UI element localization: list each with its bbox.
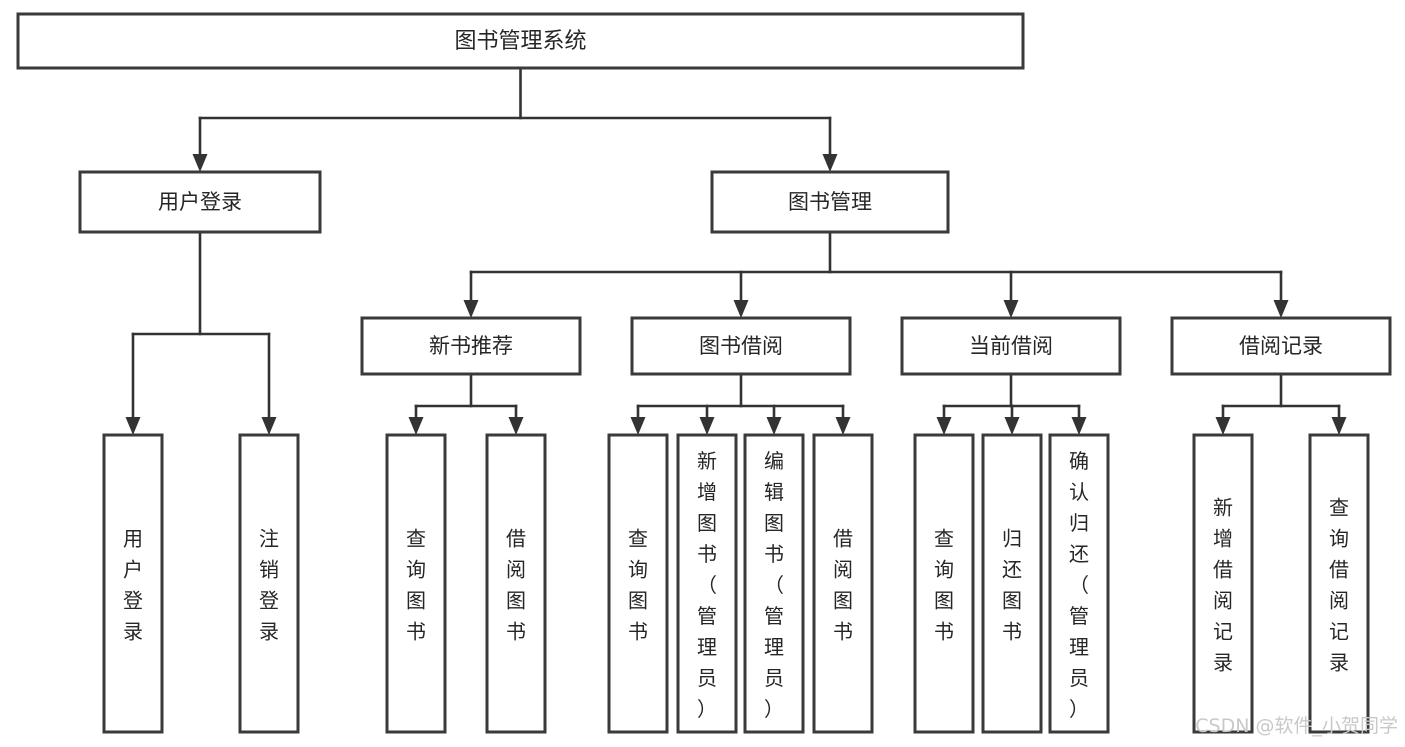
- node-box-leaf-return-book[interactable]: [981, 433, 1043, 734]
- node-label-leaf-query-book-new: 查询图书: [406, 527, 426, 644]
- arrow-head: [408, 417, 424, 435]
- node-box-current-borrow[interactable]: [900, 316, 1122, 376]
- node-box-leaf-add-book-admin[interactable]: [676, 433, 738, 734]
- node-label-book-borrow: 图书借阅: [699, 334, 783, 358]
- node-leaf-confirm-return-admin[interactable]: 确认归还（管理员）: [1048, 433, 1110, 734]
- node-box-leaf-query-book-new[interactable]: [385, 433, 447, 734]
- node-book-management[interactable]: 图书管理: [710, 170, 950, 234]
- node-box-leaf-query-borrow-record[interactable]: [1308, 433, 1370, 734]
- node-box-user-login[interactable]: [78, 170, 322, 234]
- arrow-head: [1331, 417, 1347, 435]
- node-box-book-borrow[interactable]: [630, 316, 852, 376]
- node-label-leaf-borrow-book: 借阅图书: [833, 527, 853, 644]
- node-leaf-add-borrow-record[interactable]: 新增借阅记录: [1192, 433, 1254, 734]
- node-label-leaf-query-book-current: 查询图书: [934, 527, 954, 644]
- node-leaf-user-login[interactable]: 用户登录: [102, 433, 164, 734]
- arrow-head: [1004, 417, 1020, 435]
- node-label-leaf-return-book: 归还图书: [1002, 527, 1022, 644]
- node-label-book-management: 图书管理: [788, 190, 872, 214]
- node-leaf-edit-book-admin[interactable]: 编辑图书（管理员）: [743, 433, 805, 734]
- arrow-head: [1273, 300, 1289, 318]
- arrow-head: [936, 417, 952, 435]
- node-label-leaf-add-borrow-record: 新增借阅记录: [1213, 496, 1233, 675]
- arrow-head: [1071, 417, 1087, 435]
- node-label-leaf-logout: 注销登录: [259, 527, 279, 644]
- node-label-leaf-edit-book-admin: 编辑图书（管理员）: [764, 449, 784, 721]
- arrow-head: [261, 417, 277, 435]
- arrow-head: [699, 417, 715, 435]
- node-label-borrow-record: 借阅记录: [1239, 334, 1323, 358]
- node-box-leaf-edit-book-admin[interactable]: [743, 433, 805, 734]
- node-layer: 图书管理系统用户登录图书管理新书推荐图书借阅当前借阅借阅记录用户登录注销登录查询…: [16, 12, 1392, 734]
- node-box-leaf-logout[interactable]: [238, 433, 300, 734]
- node-leaf-query-book-borrow[interactable]: 查询图书: [607, 433, 669, 734]
- node-box-root[interactable]: [16, 12, 1025, 70]
- node-leaf-return-book[interactable]: 归还图书: [981, 433, 1043, 734]
- node-root[interactable]: 图书管理系统: [16, 12, 1025, 70]
- node-label-new-book-recommend: 新书推荐: [429, 334, 513, 358]
- node-label-leaf-user-login: 用户登录: [123, 527, 143, 644]
- node-label-user-login: 用户登录: [158, 190, 242, 214]
- node-leaf-add-book-admin[interactable]: 新增图书（管理员）: [676, 433, 738, 734]
- node-box-leaf-user-login[interactable]: [102, 433, 164, 734]
- node-leaf-borrow-book[interactable]: 借阅图书: [812, 433, 874, 734]
- csdn-watermark: CSDN @软件_小贺同学: [1195, 715, 1398, 737]
- node-new-book-recommend[interactable]: 新书推荐: [360, 316, 582, 376]
- arrow-head: [733, 300, 749, 318]
- node-leaf-query-book-new[interactable]: 查询图书: [385, 433, 447, 734]
- node-label-leaf-add-book-admin: 新增图书（管理员）: [697, 449, 717, 721]
- node-label-root: 图书管理系统: [454, 29, 586, 54]
- node-label-current-borrow: 当前借阅: [969, 334, 1053, 358]
- node-label-leaf-query-book-borrow: 查询图书: [628, 527, 648, 644]
- arrow-head: [463, 300, 479, 318]
- arrow-head: [1003, 300, 1019, 318]
- arrow-head: [766, 417, 782, 435]
- node-box-leaf-confirm-return-admin[interactable]: [1048, 433, 1110, 734]
- node-label-leaf-confirm-return-admin: 确认归还（管理员）: [1069, 449, 1089, 721]
- node-leaf-query-book-current[interactable]: 查询图书: [913, 433, 975, 734]
- node-box-leaf-borrow-book[interactable]: [812, 433, 874, 734]
- node-box-leaf-query-book-current[interactable]: [913, 433, 975, 734]
- node-leaf-borrow-book-new[interactable]: 借阅图书: [485, 433, 547, 734]
- node-label-leaf-borrow-book-new: 借阅图书: [506, 527, 526, 644]
- arrow-head: [508, 417, 524, 435]
- node-borrow-record[interactable]: 借阅记录: [1170, 316, 1392, 376]
- arrow-head: [125, 417, 141, 435]
- arrow-head: [630, 417, 646, 435]
- node-user-login[interactable]: 用户登录: [78, 170, 322, 234]
- node-leaf-query-borrow-record[interactable]: 查询借阅记录: [1308, 433, 1370, 734]
- arrow-head: [192, 154, 208, 172]
- node-box-leaf-borrow-book-new[interactable]: [485, 433, 547, 734]
- node-box-leaf-query-book-borrow[interactable]: [607, 433, 669, 734]
- arrow-head: [1215, 417, 1231, 435]
- node-box-book-management[interactable]: [710, 170, 950, 234]
- node-label-leaf-query-borrow-record: 查询借阅记录: [1329, 496, 1349, 675]
- node-box-borrow-record[interactable]: [1170, 316, 1392, 376]
- node-book-borrow[interactable]: 图书借阅: [630, 316, 852, 376]
- arrow-head: [822, 154, 838, 172]
- node-box-leaf-add-borrow-record[interactable]: [1192, 433, 1254, 734]
- connector-layer: [125, 66, 1347, 435]
- node-current-borrow[interactable]: 当前借阅: [900, 316, 1122, 376]
- arrow-head: [835, 417, 851, 435]
- node-box-new-book-recommend[interactable]: [360, 316, 582, 376]
- node-leaf-logout[interactable]: 注销登录: [238, 433, 300, 734]
